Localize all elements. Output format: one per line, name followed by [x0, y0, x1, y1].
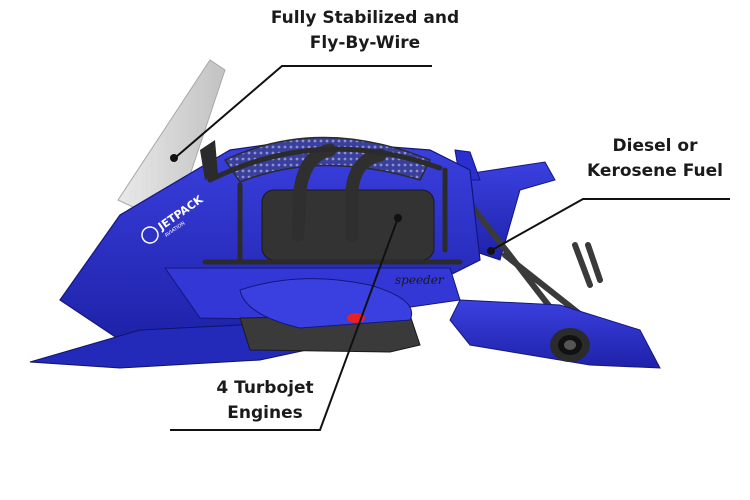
stabilized-leader-line [175, 65, 432, 158]
callout-engines-line1: 4 Turbojet [216, 378, 314, 398]
fuel-leader-line [491, 198, 730, 251]
callout-stabilized: Fully Stabilized and Fly-By-Wire [240, 6, 490, 56]
callout-stabilized-line1: Fully Stabilized and [270, 8, 460, 28]
callout-fuel-line2: Kerosene Fuel [587, 161, 723, 181]
forward-pod [239, 278, 412, 329]
roll-frame [202, 146, 463, 265]
callout-engines-line2: Engines [227, 403, 303, 423]
callout-dots [170, 154, 495, 255]
callout-lines [170, 65, 730, 431]
model-script: speeder [395, 273, 445, 287]
engines-dot [394, 214, 402, 222]
callout-fuel-line1: Diesel or [612, 136, 698, 156]
stabilized-dot [170, 154, 178, 162]
engines-leader-line [170, 217, 399, 431]
callout-engines: 4 Turbojet Engines [190, 376, 340, 426]
rear-nozzle [550, 328, 590, 362]
fuel-dot [487, 247, 495, 255]
callout-stabilized-line2: Fly-By-Wire [309, 33, 421, 53]
callout-fuel: Diesel or Kerosene Fuel [570, 134, 740, 184]
